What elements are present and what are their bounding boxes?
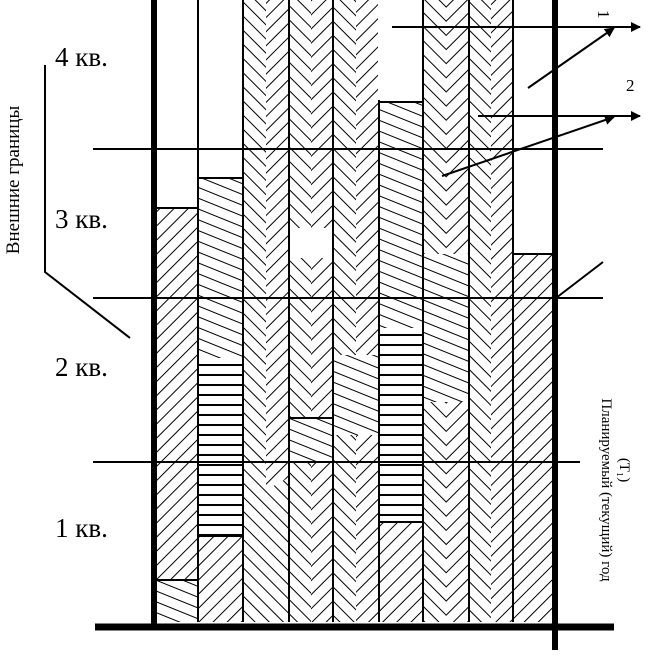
column-3 [244,0,288,622]
quarter-label-4: 4 кв. [55,42,108,72]
marker-2: 2 [626,76,635,95]
quarter-labels: 4 кв. 3 кв. 2 кв. 1 кв. [55,42,108,543]
outer-bounds-label: Внешние границы [3,106,24,255]
marker-1: 1 [594,10,613,19]
column-7 [424,0,468,622]
planned-year-sublabel: (Т₁) [616,458,632,482]
column-4 [290,0,332,622]
column-6 [380,101,422,622]
leaders [44,22,641,339]
column-separators [197,0,514,622]
quarter-label-3: 3 кв. [55,204,108,234]
column-5 [334,0,378,622]
column-9 [514,253,552,622]
column-2 [199,177,242,622]
column-1 [157,207,197,622]
quarter-label-2: 2 кв. [55,352,108,382]
column-8 [470,0,512,622]
frame [95,0,614,650]
quarter-label-1: 1 кв. [55,513,108,543]
planned-year-label: Планируемый (текущий) год [598,398,614,582]
